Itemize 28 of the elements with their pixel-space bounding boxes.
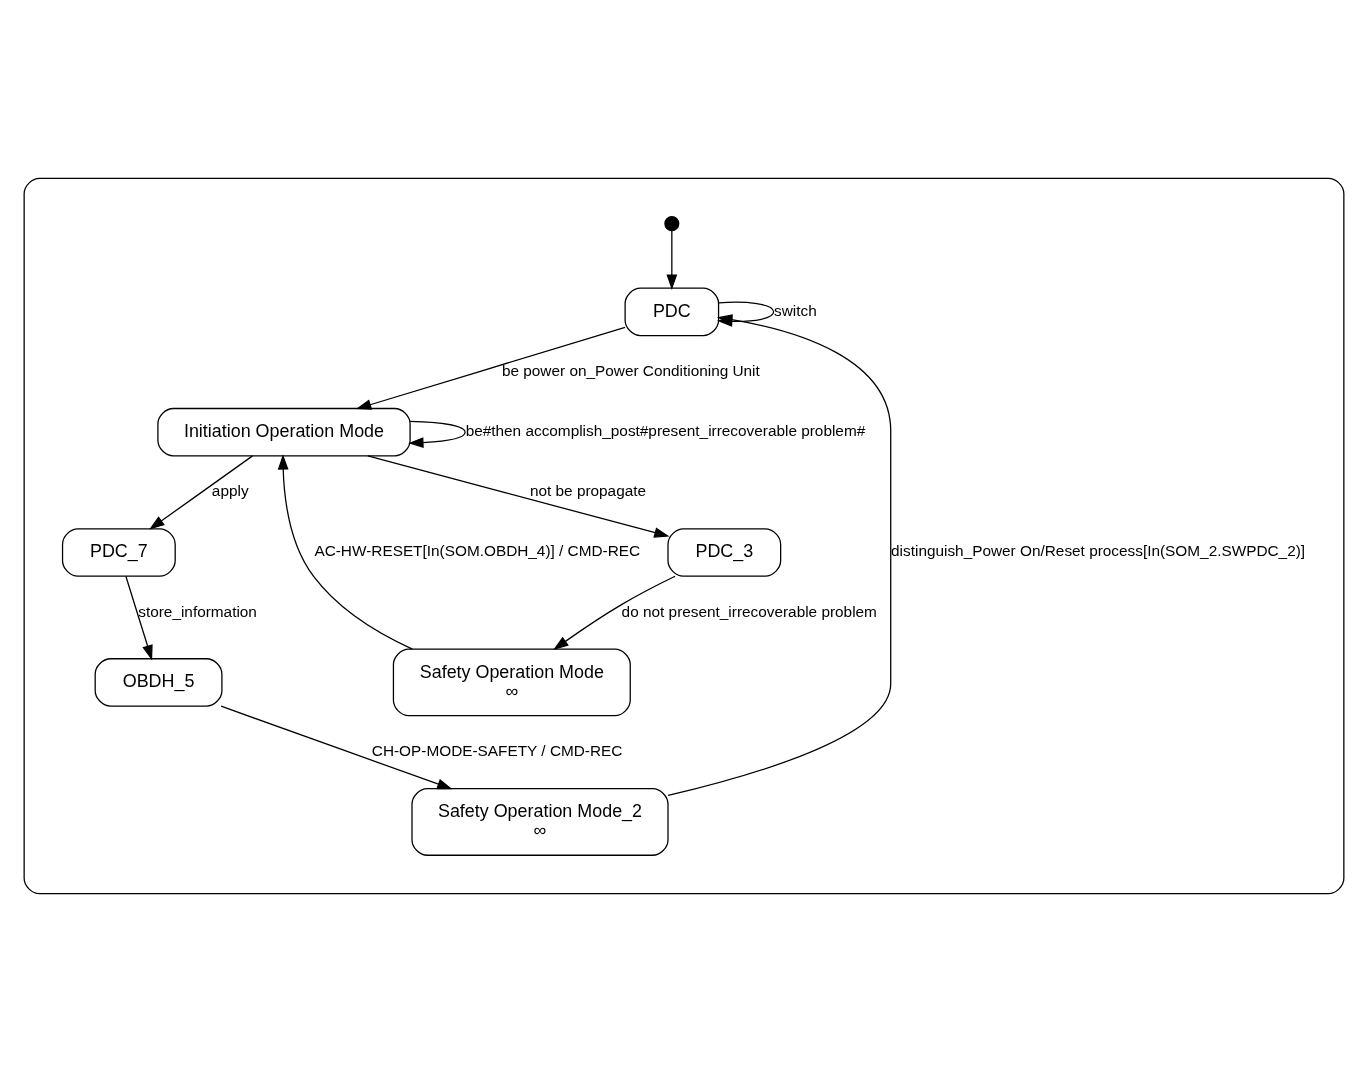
node-box: Safety Operation Mode ∞	[392, 648, 631, 717]
node-box: Initiation Operation Mode	[157, 407, 411, 457]
arrow	[408, 420, 466, 448]
node-box: PDC_3	[667, 528, 782, 577]
edge-label: CH-OP-MODE-SAFETY / CMD-REC	[371, 742, 623, 760]
arrow	[277, 454, 413, 650]
arrow	[355, 326, 626, 410]
arrow	[367, 455, 670, 538]
edge-label: switch	[774, 301, 817, 319]
arrow	[125, 575, 153, 661]
edge-label: store_information	[138, 602, 257, 620]
cluster	[23, 177, 1345, 895]
edge-label: be#then accomplish_post#present_irrecoverable problem#	[465, 422, 866, 440]
edge-label: do not present_irrecoverable problem	[621, 602, 877, 620]
node-box: OBDH_5	[94, 658, 223, 707]
edge-label: AC-HW-RESET[In(SOM.OBDH_4)] / CMD-REC	[314, 542, 641, 560]
arrow	[220, 705, 453, 790]
node-circle	[664, 216, 680, 232]
edge-label: apply	[211, 482, 249, 500]
edge-label: be power on_Power Conditioning Unit	[501, 362, 760, 379]
node-box: PDC	[624, 287, 720, 337]
arrow	[149, 455, 254, 530]
edge-label: distinguish_Power On/Reset process[In(SOM_2.SWPDC_2)]	[891, 542, 1306, 560]
node-box: Safety Operation Mode_2 ∞	[411, 788, 669, 856]
edge-label: not be propagate	[529, 482, 647, 500]
node-box: PDC_7	[61, 528, 176, 577]
arrow	[666, 230, 678, 290]
arrow	[553, 575, 676, 651]
